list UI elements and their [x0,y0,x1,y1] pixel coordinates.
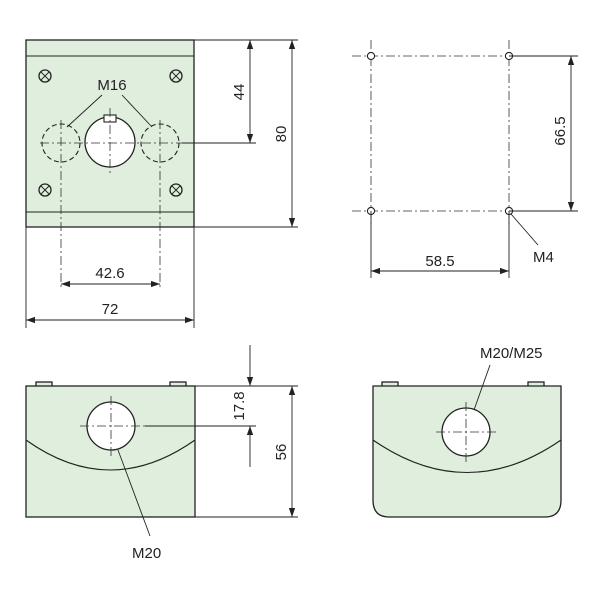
m20-m25-label: M20/M25 [480,345,543,362]
mounting-pattern-view: 66.5 58.5 M4 [352,40,578,278]
dim-side-height-value: 56 [273,444,290,461]
m20-leader [117,449,151,537]
screw-icon [38,69,52,83]
side-curve-line [25,439,196,471]
screw-icon [169,69,183,83]
dim-pattern-vertical-value: 66.5 [552,116,569,145]
dim-pattern-horizontal-value: 58.5 [425,253,454,270]
dim-top-to-hole-value: 44 [231,84,248,101]
m16-leader-right [121,94,153,128]
m4-label: M4 [533,249,554,266]
m16-leader-left [66,94,103,128]
dim-height-value: 80 [273,126,290,143]
dim-hole-spacing-value: 42.6 [95,265,124,282]
front-view: M16 42.6 72 44 80 [25,39,298,328]
m20-label: M20 [132,545,161,562]
screw-icon [169,183,183,197]
end-curve-line [372,439,562,473]
screw-icon [38,183,52,197]
end-view: M20/M25 [372,345,562,518]
side-view: 17.8 56 M20 [25,345,298,562]
m4-leader [510,213,539,246]
dim-width-value: 72 [102,301,119,318]
m20-m25-leader [473,364,491,411]
mount-hole-icon [366,51,376,61]
m16-label: M16 [97,77,126,94]
dim-side-hole-height-value: 17.8 [231,391,248,420]
